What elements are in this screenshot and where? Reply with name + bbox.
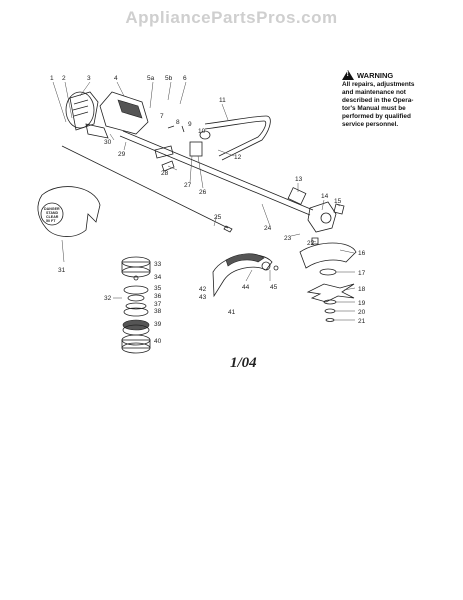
trimmer-head-stack bbox=[121, 256, 151, 354]
callout-19: 19 bbox=[358, 300, 366, 307]
callout-25: 25 bbox=[214, 214, 222, 221]
callout-2: 2 bbox=[62, 75, 66, 82]
deflector-guard bbox=[212, 253, 279, 298]
callout-8: 8 bbox=[176, 119, 180, 126]
callout-42: 42 bbox=[199, 286, 207, 293]
callout-21: 21 bbox=[358, 318, 366, 325]
sticker-line-1: DANGER bbox=[44, 207, 60, 211]
callout-3: 3 bbox=[87, 75, 91, 82]
callout-17: 17 bbox=[358, 270, 366, 277]
callout-9: 9 bbox=[188, 121, 192, 128]
callout-38: 38 bbox=[154, 308, 162, 315]
callout-24: 24 bbox=[264, 225, 272, 232]
callout-28: 28 bbox=[161, 170, 169, 177]
watermark-text: AppliancePartsPros.com bbox=[125, 8, 338, 27]
callout-44: 44 bbox=[242, 284, 250, 291]
callout-35: 35 bbox=[154, 285, 162, 292]
callout-45: 45 bbox=[270, 284, 278, 291]
callout-32: 32 bbox=[104, 295, 112, 302]
leader-lines bbox=[52, 81, 356, 321]
callout-15: 15 bbox=[334, 198, 342, 205]
gearbox bbox=[287, 187, 345, 245]
callout-7: 7 bbox=[160, 113, 164, 120]
callout-33: 33 bbox=[154, 261, 162, 268]
sticker-line-2: STAND bbox=[46, 211, 59, 215]
callout-40: 40 bbox=[154, 338, 162, 345]
callout-41: 41 bbox=[228, 309, 236, 316]
callout-39: 39 bbox=[154, 321, 162, 328]
callout-12: 12 bbox=[234, 154, 242, 161]
warning-title: WARNING bbox=[357, 70, 394, 80]
warning-box: WARNING All repairs, adjustments and mai… bbox=[342, 70, 437, 130]
warning-line-5: performed by qualified bbox=[342, 113, 411, 121]
blade-assembly bbox=[299, 242, 357, 322]
warning-line-6: service personnel. bbox=[342, 121, 399, 129]
callout-5a: 5a bbox=[147, 75, 155, 82]
callout-36: 36 bbox=[154, 293, 162, 300]
callout-13: 13 bbox=[295, 176, 303, 183]
callout-22: 22 bbox=[307, 240, 315, 247]
engine-assembly bbox=[65, 91, 149, 139]
callout-26: 26 bbox=[199, 189, 207, 196]
callout-5b: 5b bbox=[165, 75, 173, 82]
warning-triangle-icon bbox=[342, 70, 354, 80]
warning-line-4: tor's Manual must be bbox=[342, 105, 406, 113]
date-code: 1/04 bbox=[230, 355, 257, 371]
callout-6: 6 bbox=[183, 75, 187, 82]
callout-14: 14 bbox=[321, 193, 329, 200]
callout-20: 20 bbox=[358, 309, 366, 316]
callout-1: 1 bbox=[50, 75, 54, 82]
callout-43: 43 bbox=[199, 294, 207, 301]
drive-cable-end bbox=[223, 225, 233, 233]
callout-4: 4 bbox=[114, 75, 118, 82]
callout-23: 23 bbox=[284, 235, 292, 242]
callout-37: 37 bbox=[154, 301, 162, 308]
callout-29-visible: 29 bbox=[118, 151, 126, 158]
sticker-line-3: CLEAR bbox=[46, 215, 59, 219]
callout-11: 11 bbox=[219, 97, 226, 104]
drive-cable bbox=[61, 145, 229, 229]
sticker-line-4: 50 FT bbox=[46, 219, 56, 223]
main-shaft bbox=[119, 130, 314, 216]
warning-line-2: and maintenance not bbox=[342, 89, 406, 97]
callout-18: 18 bbox=[358, 286, 366, 293]
guard-sticker: DANGER STAND CLEAR 50 FT bbox=[44, 207, 60, 223]
warning-line-3: described in the Opera- bbox=[342, 97, 414, 105]
handle bbox=[204, 115, 271, 161]
shield-guard bbox=[37, 186, 101, 237]
handle-clamp bbox=[154, 125, 211, 172]
callout-16: 16 bbox=[358, 250, 366, 257]
callout-10: 10 bbox=[198, 128, 206, 135]
callout-34: 34 bbox=[154, 274, 162, 281]
callout-numbers: 1 2 3 4 5a 5b 6 7 8 9 10 11 12 13 14 15 … bbox=[50, 75, 366, 345]
callout-30: 30 bbox=[104, 139, 112, 146]
warning-line-1: All repairs, adjustments bbox=[342, 81, 415, 88]
callout-31: 31 bbox=[58, 267, 66, 274]
callout-27: 27 bbox=[184, 182, 192, 189]
